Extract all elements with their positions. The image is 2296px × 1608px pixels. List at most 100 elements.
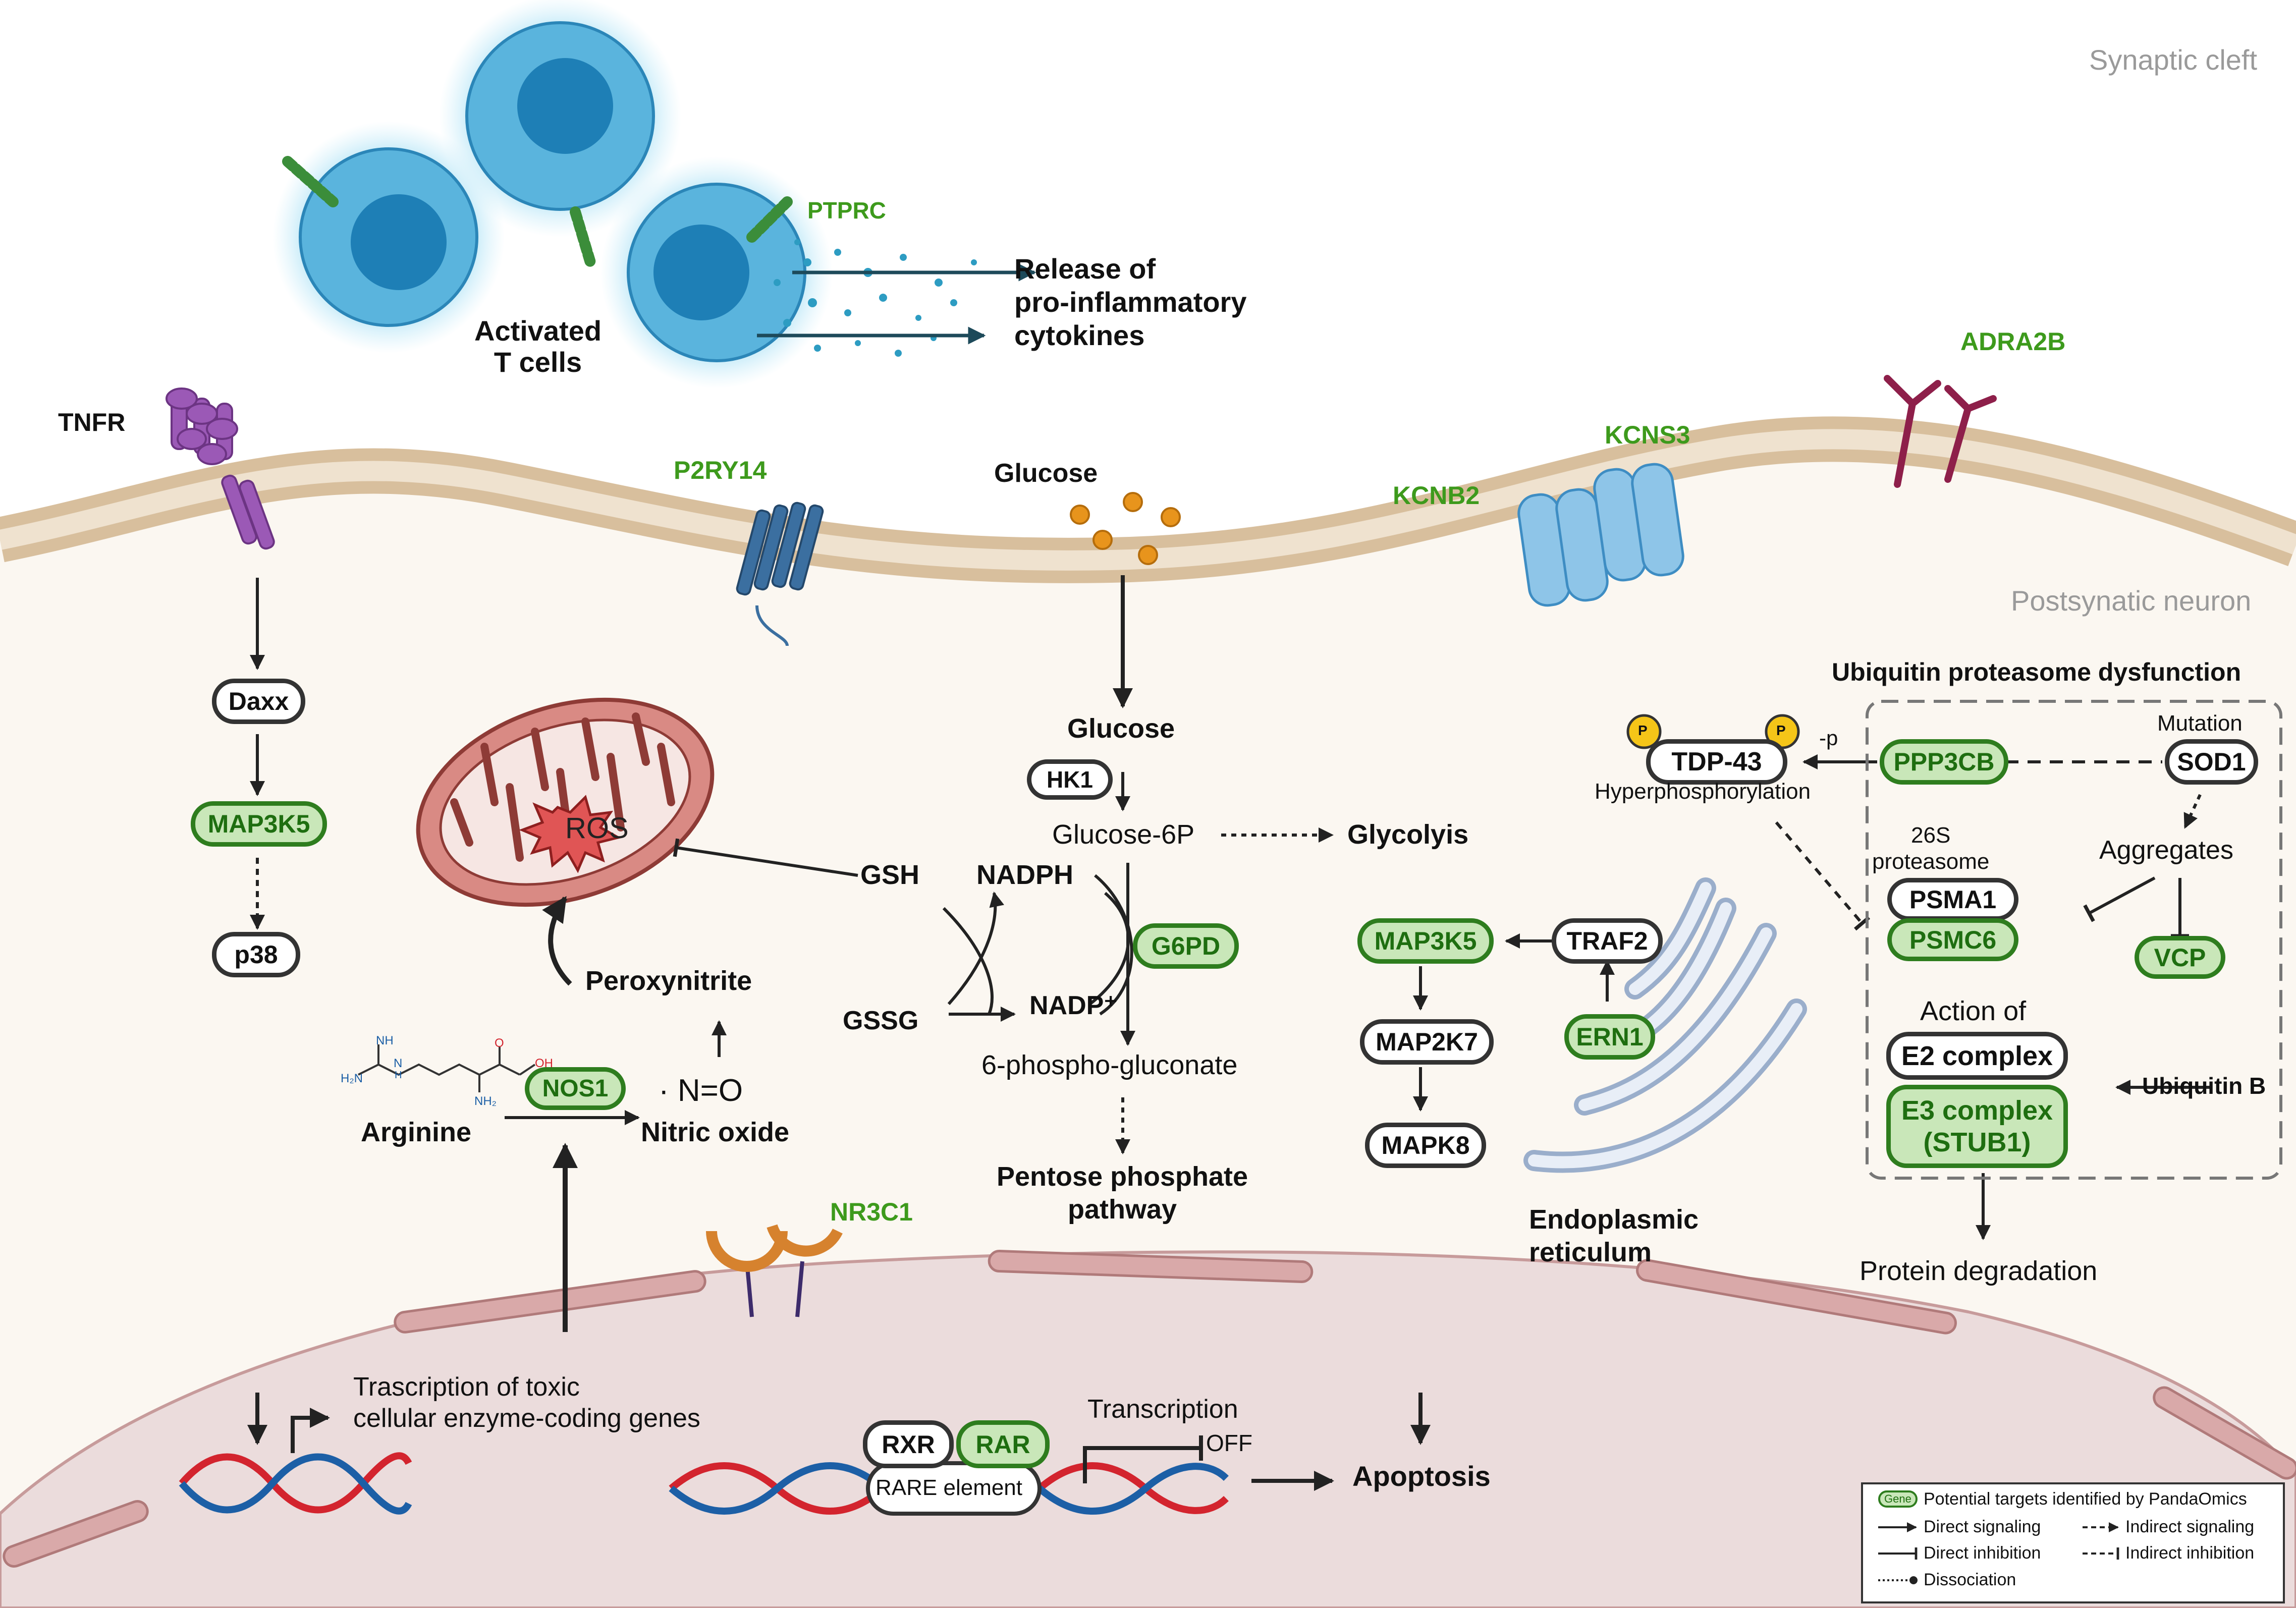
atom-o: O [495, 1036, 504, 1050]
psmc6-node: PSMC6 [1887, 918, 2018, 961]
rxr-node: RXR [863, 1420, 954, 1468]
tcells-label: Activated T cells [474, 315, 602, 378]
er-label: Endoplasmic reticulum [1529, 1204, 1699, 1267]
daxx-node: Daxx [212, 679, 305, 724]
nitric-oxide-label: Nitric oxide [641, 1117, 790, 1147]
mutation-label: Mutation [2157, 711, 2243, 736]
vcp-node: VCP [2135, 936, 2225, 979]
e3-complex-node: E3 complex (STUB1) [1886, 1085, 2068, 1168]
map3k5-node-left: MAP3K5 [191, 801, 327, 847]
sod1-node: SOD1 [2165, 739, 2258, 785]
kcns3-label: KCNS3 [1605, 421, 1690, 449]
glucose-inside-label: Glucose [1067, 713, 1175, 744]
tdp43-node: TDP-43 [1646, 739, 1787, 785]
region-synaptic-cleft: Synaptic cleft [2089, 44, 2258, 76]
aggregates-label: Aggregates [2099, 836, 2233, 865]
gsh-label: GSH [860, 860, 920, 890]
transcription-label: Transcription [1087, 1395, 1238, 1424]
potassium-channels [1517, 463, 1684, 607]
dna-helix-right [669, 1462, 1229, 1515]
legend-direct-signaling: Direct signaling [1924, 1517, 2041, 1536]
legend-dissociation: Dissociation [1924, 1570, 2016, 1589]
arginine-label: Arginine [361, 1117, 472, 1147]
phospho-right-p: P [1776, 723, 1786, 738]
hyperphosphorylation-label: Hyperphosphorylation [1595, 779, 1811, 804]
atom-nh: NH [376, 1034, 394, 1047]
legend-direct-inhibition: Direct inhibition [1924, 1543, 2041, 1563]
nos1-node: NOS1 [525, 1067, 626, 1110]
t-cells [272, 0, 1036, 389]
ubiquitin-b-label: Ubiquitin B [2142, 1073, 2266, 1099]
membrane-inner [0, 429, 2296, 571]
peroxynitrite-label: Peroxynitrite [585, 966, 752, 996]
adra2b-receptors [1884, 375, 1997, 488]
ros-burst [519, 795, 622, 873]
region-postsynaptic-neuron: Postsynatic neuron [2011, 585, 2252, 617]
glycolysis-label: Glycolyis [1347, 819, 1469, 850]
nucleus [0, 1250, 2296, 1608]
ups-frame [1866, 700, 2282, 1180]
action-of-label: Action of [1920, 996, 2027, 1026]
glucose-molecules [1070, 492, 1181, 565]
nr3c1-label: NR3C1 [830, 1198, 913, 1226]
ern1-node: ERN1 [1564, 1014, 1655, 1060]
atom-h: H [395, 1070, 402, 1081]
nadph-label: NADPH [976, 860, 1074, 890]
apoptosis-label: Apoptosis [1352, 1460, 1491, 1492]
nadp-label: NADP⁺ [1029, 991, 1118, 1020]
rare-element-box [866, 1461, 1042, 1516]
gssg-label: GSSG [843, 1006, 919, 1035]
legend-indirect-inhibition: Indirect inhibition [2125, 1543, 2255, 1563]
rar-node: RAR [956, 1420, 1050, 1468]
atom-n: N [394, 1057, 403, 1070]
nr3c1-receptors [706, 1224, 843, 1317]
proteasome-label: 26S proteasome [1872, 823, 1990, 874]
legend: Gene Potential targets identified by Pan… [1861, 1482, 2285, 1603]
rare-element-label: RARE element [876, 1475, 1023, 1500]
ros-label: ROS [565, 812, 629, 845]
off-label: OFF [1206, 1430, 1252, 1456]
tnfr-label: TNFR [58, 408, 126, 436]
minus-p-label: -p [1819, 726, 1838, 750]
p38-node: p38 [212, 932, 300, 977]
phospho-left-p: P [1638, 723, 1648, 738]
ups-title: Ubiquitin proteasome dysfunction [1832, 658, 2242, 686]
psma1-node: PSMA1 [1887, 878, 2018, 921]
atom-oh: OH [535, 1057, 553, 1070]
dna-helix-left [179, 1452, 412, 1515]
legend-gene-chip: Gene [1878, 1490, 1918, 1508]
g6pd-node: G6PD [1133, 923, 1239, 969]
legend-indirect-signaling: Indirect signaling [2125, 1517, 2255, 1536]
phospho-gluconate-label: 6-phospho-gluconate [981, 1050, 1238, 1080]
arginine-structure [358, 1044, 536, 1092]
ptprc-label: PTPRC [807, 197, 886, 224]
e2-complex-node: E2 complex [1886, 1032, 2068, 1080]
arrows [247, 575, 2210, 1491]
cytokines-label: Release of pro-inflammatory cytokines [1014, 253, 1247, 352]
kcnb2-label: KCNB2 [1393, 481, 1480, 510]
protein-degradation-label: Protein degradation [1860, 1256, 2098, 1286]
p2ry14-label: P2RY14 [674, 456, 767, 484]
tnfr-receptor [166, 387, 275, 550]
ppp3cb-node: PPP3CB [1880, 739, 2008, 785]
adra2b-label: ADRA2B [1960, 327, 2066, 356]
map3k5-node-er: MAP3K5 [1357, 918, 1494, 964]
atom-nh2: NH₂ [474, 1094, 497, 1108]
nuclear-envelope-segments [3, 1250, 2296, 1568]
legend-targets: Potential targets identified by PandaOmi… [1924, 1489, 2247, 1509]
traf2-node: TRAF2 [1552, 918, 1663, 964]
hk1-node: HK1 [1027, 759, 1113, 800]
p2ry14-receptor [736, 502, 824, 646]
glucose-outside-label: Glucose [994, 459, 1098, 488]
no-formula-label: · N=O [659, 1073, 743, 1108]
pentose-phosphate-label: Pentose phosphate pathway [997, 1161, 1248, 1225]
map2k7-node: MAP2K7 [1360, 1019, 1494, 1065]
mitochondrion [416, 697, 715, 907]
atom-h2n: H₂N [341, 1072, 363, 1085]
legend-symbols [1878, 1522, 2119, 1584]
glucose-6p-label: Glucose-6P [1052, 819, 1195, 850]
transcription-toxic-label: Trascription of toxic cellular enzyme-co… [353, 1372, 700, 1433]
phospho-badge-left [1626, 714, 1662, 749]
